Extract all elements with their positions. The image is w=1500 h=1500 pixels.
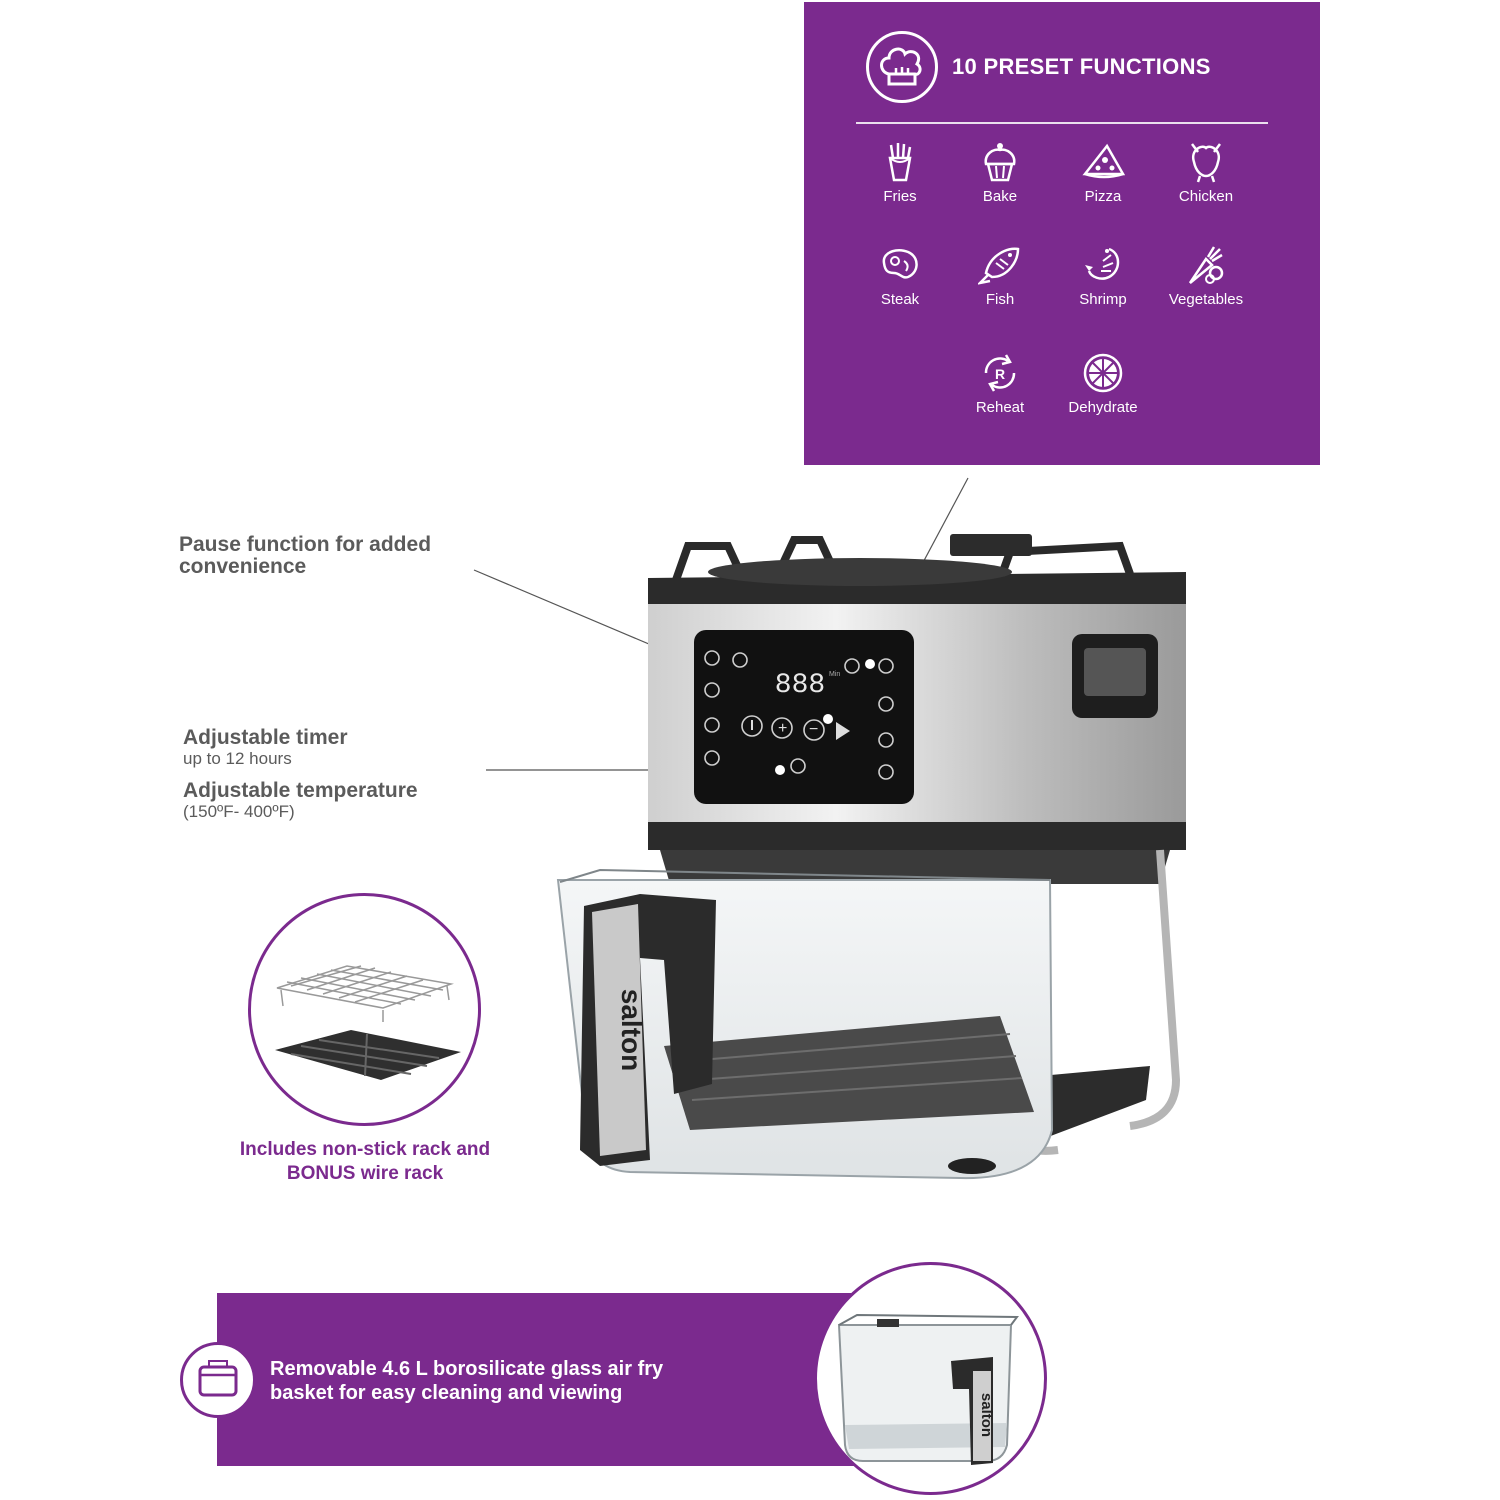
rack-caption-line1: Includes non-stick rack and — [239, 1139, 491, 1160]
timer-callout: Adjustable timer up to 12 hours — [183, 727, 483, 769]
presets-title: 10 PRESET FUNCTIONS — [952, 54, 1211, 79]
preset-steak: Steak — [845, 243, 955, 308]
preset-vegetables: Vegetables — [1151, 243, 1261, 308]
preset-label: Bake — [982, 188, 1018, 205]
reheat-icon: R — [984, 354, 1016, 392]
pause-callout: Pause function for added convenience — [179, 533, 432, 578]
panel-fries-button — [704, 650, 720, 666]
timer-display: 888 — [775, 670, 825, 701]
preset-label: Reheat — [975, 399, 1025, 416]
divider — [856, 122, 1268, 124]
glass-basket-image: salton — [814, 1262, 1047, 1495]
preset-label: Fries — [883, 188, 917, 205]
preset-label: Steak — [880, 291, 920, 308]
timer-subtitle: up to 12 hours — [183, 749, 292, 768]
preset-label: Fish — [985, 291, 1015, 308]
cupcake-icon — [984, 143, 1016, 182]
brand-logo: salton — [616, 989, 647, 1071]
chef-hat-icon — [866, 31, 938, 103]
banner-line2: basket for easy cleaning and viewing — [270, 1382, 623, 1404]
temperature-subtitle: (150ºF- 400ºF) — [183, 802, 295, 821]
fish-icon — [978, 247, 1020, 285]
pizza-icon — [1082, 143, 1125, 179]
rack-caption-line2: BONUS wire rack — [286, 1163, 444, 1184]
shrimp-icon — [1085, 247, 1120, 280]
preset-dehydrate: Dehydrate — [1048, 351, 1158, 416]
chicken-icon — [1191, 143, 1221, 183]
svg-text:R: R — [995, 366, 1005, 382]
preset-bake: Bake — [945, 140, 1055, 205]
basket-icon — [180, 1342, 256, 1418]
preset-pizza: Pizza — [1048, 140, 1158, 205]
preset-chicken: Chicken — [1151, 140, 1261, 205]
preset-shrimp: Shrimp — [1048, 243, 1158, 308]
basket-brand-logo: salton — [978, 1393, 995, 1437]
preset-label: Chicken — [1178, 188, 1234, 205]
display-unit: Min — [829, 671, 840, 678]
vegetables-icon — [1188, 246, 1224, 284]
racks-image — [248, 893, 481, 1126]
glass-basket-banner — [217, 1293, 857, 1466]
preset-reheat: R Reheat — [945, 351, 1055, 416]
preset-label: Dehydrate — [1068, 399, 1138, 416]
preset-label: Pizza — [1084, 188, 1122, 205]
timer-title: Adjustable timer — [183, 726, 348, 749]
preset-functions-panel: 10 PRESET FUNCTIONS Fries Bake — [804, 2, 1320, 465]
preset-label: Shrimp — [1079, 291, 1127, 308]
citrus-slice-icon — [1083, 353, 1123, 393]
fries-icon — [888, 143, 912, 182]
preset-fries: Fries — [845, 140, 955, 205]
temperature-callout: Adjustable temperature (150ºF- 400ºF) — [183, 780, 503, 822]
svg-text:+: + — [778, 720, 787, 737]
banner-text: Removable 4.6 L borosilicate glass air f… — [270, 1357, 810, 1405]
rack-caption: Includes non-stick rack and BONUS wire r… — [180, 1138, 550, 1186]
svg-text:−: − — [809, 721, 818, 738]
preset-label: Vegetables — [1168, 291, 1244, 308]
preset-fish: Fish — [945, 243, 1055, 308]
temperature-title: Adjustable temperature — [183, 779, 418, 802]
banner-line1: Removable 4.6 L borosilicate glass air f… — [270, 1358, 664, 1380]
steak-icon — [882, 249, 918, 279]
